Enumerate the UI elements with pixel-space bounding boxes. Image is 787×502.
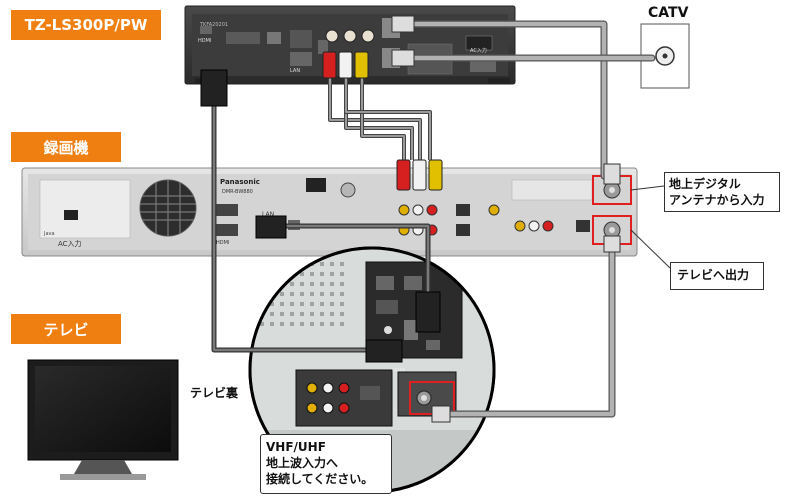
recorder-tag-label: 録画機 [43,138,89,157]
av-plugs-recorder [396,159,443,191]
recorder-model-text: DMR-BW880 [222,189,253,195]
tv-output-label: テレビへ出力 [677,268,750,282]
stb-tag-label: TZ-LS300P/PW [24,16,148,34]
hdmi-cable-recorder [280,223,431,300]
tv-output-callout: テレビへ出力 [670,262,764,290]
note-line2: 地上波入力へ [266,456,339,470]
recorder-tag: 録画機 [11,132,121,162]
antenna-input-line1: 地上デジタル [669,177,741,191]
av-plugs-stb [322,51,369,79]
hdmi-plug-stb [200,69,228,107]
stb-lan-text: LAN [290,68,300,74]
stb-hdmi-text: HDMI [198,38,211,44]
tv-back-label: テレビ裏 [190,386,239,400]
callout-leaders [630,185,671,269]
antenna-input-line2: アンテナから入力 [669,193,765,207]
antenna-cables [400,20,656,418]
recorder-device: Java AC入力 Panasonic DMR-BW880 HDMI LAN [21,167,638,257]
catv-label: CATV [648,5,689,21]
note-line1: VHF/UHF [266,440,326,454]
hdmi-cable-stb [211,100,374,353]
tv-tag: テレビ [11,314,121,344]
tv-hdmi-text: HDMI [392,368,405,374]
plug-recorder [255,215,287,239]
stb-tag: TZ-LS300P/PW [11,10,161,40]
recorder-brand-text: Panasonic [220,178,260,186]
plug-tv-panel [415,291,441,333]
recorder-ac-text: AC入力 [58,239,82,248]
recorder-lan-text: LAN [262,211,274,218]
tv-tag-label: テレビ [43,320,89,339]
recorder-hdmi-text: HDMI [216,240,229,246]
hdmi-plug-tv [365,339,403,363]
antenna-input-callout: 地上デジタル アンテナから入力 [664,172,780,212]
note-line3: 接続してください。 [266,472,374,486]
java-logo-text: Java [43,231,55,237]
stb-serial-text: TKFA20201 [199,22,228,28]
tv-icon [27,359,179,480]
connection-note-callout: VHF/UHF 地上波入力へ 接続してください。 [260,434,392,494]
coax-connectors [391,15,621,423]
stb-ac-text: AC入力 [470,47,487,54]
av-cable [328,60,432,160]
